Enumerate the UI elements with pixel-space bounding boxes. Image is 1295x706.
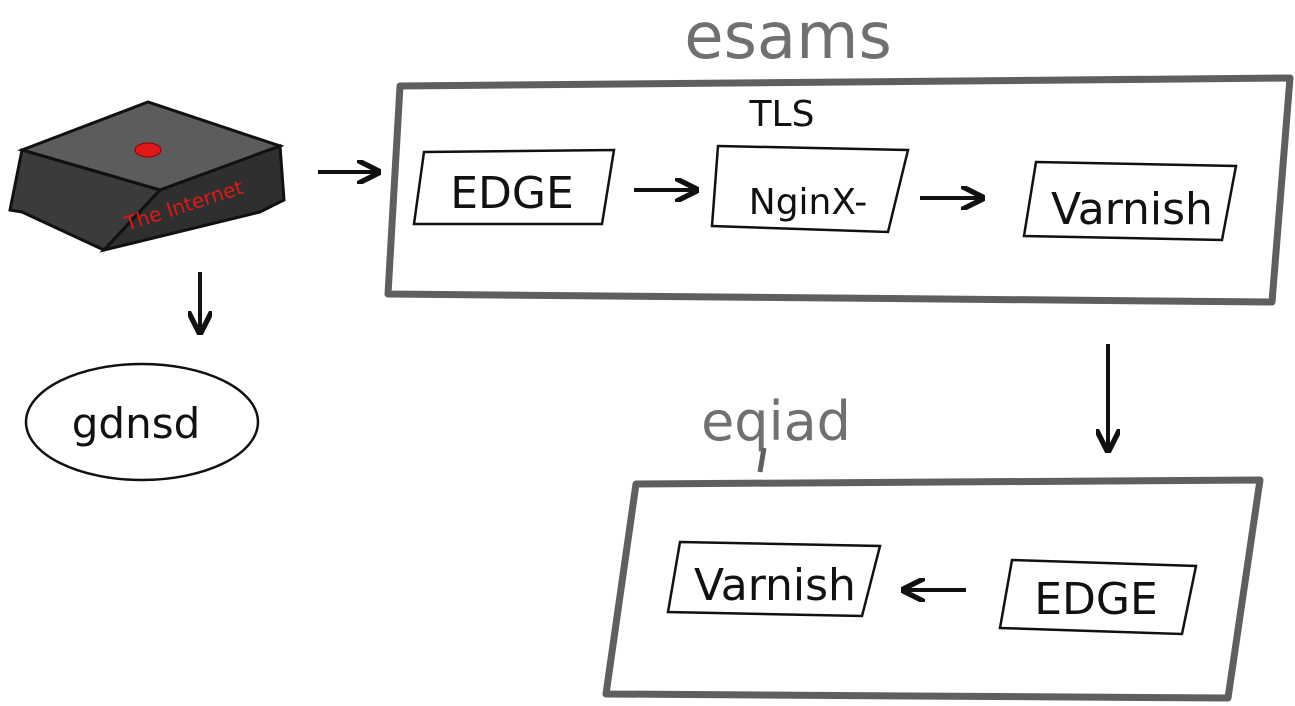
- eqiad-tick: [757, 447, 767, 473]
- esams-nginx-label: NginX-: [749, 182, 867, 223]
- dns-ellipse: [24, 362, 260, 482]
- eqiad-edge-label: EDGE: [1034, 574, 1158, 625]
- eqiad-varnish-label: Varnish: [694, 560, 856, 611]
- esams-frame: [384, 74, 1294, 306]
- eqiad-varnish-node: Varnish: [666, 540, 882, 618]
- esams-varnish-node: Varnish: [1022, 160, 1238, 242]
- esams-varnish-label: Varnish: [1051, 184, 1213, 235]
- esams-title: esams: [684, 0, 892, 74]
- internet-box: The Internet: [8, 100, 286, 253]
- esams-nginx-node: NginX-: [710, 144, 910, 234]
- datacenter-esams: esams TLS EDGE NginX- Varnish: [384, 0, 1294, 306]
- esams-annotation: TLS: [749, 94, 815, 135]
- dns-node: gdnsd: [24, 362, 260, 482]
- internet-box-left: [8, 148, 163, 252]
- eqiad-frame: [602, 476, 1264, 702]
- datacenter-eqiad: eqiad Varnish EDGE: [602, 390, 1264, 702]
- esams-edge-node: EDGE: [412, 148, 616, 226]
- eqiad-title: eqiad: [701, 390, 851, 453]
- eqiad-edge-node: EDGE: [998, 558, 1198, 636]
- esams-edge-label: EDGE: [450, 168, 574, 219]
- red-light-icon: [134, 142, 162, 158]
- internet-box-front: [99, 143, 286, 253]
- dns-label: gdnsd: [72, 399, 200, 448]
